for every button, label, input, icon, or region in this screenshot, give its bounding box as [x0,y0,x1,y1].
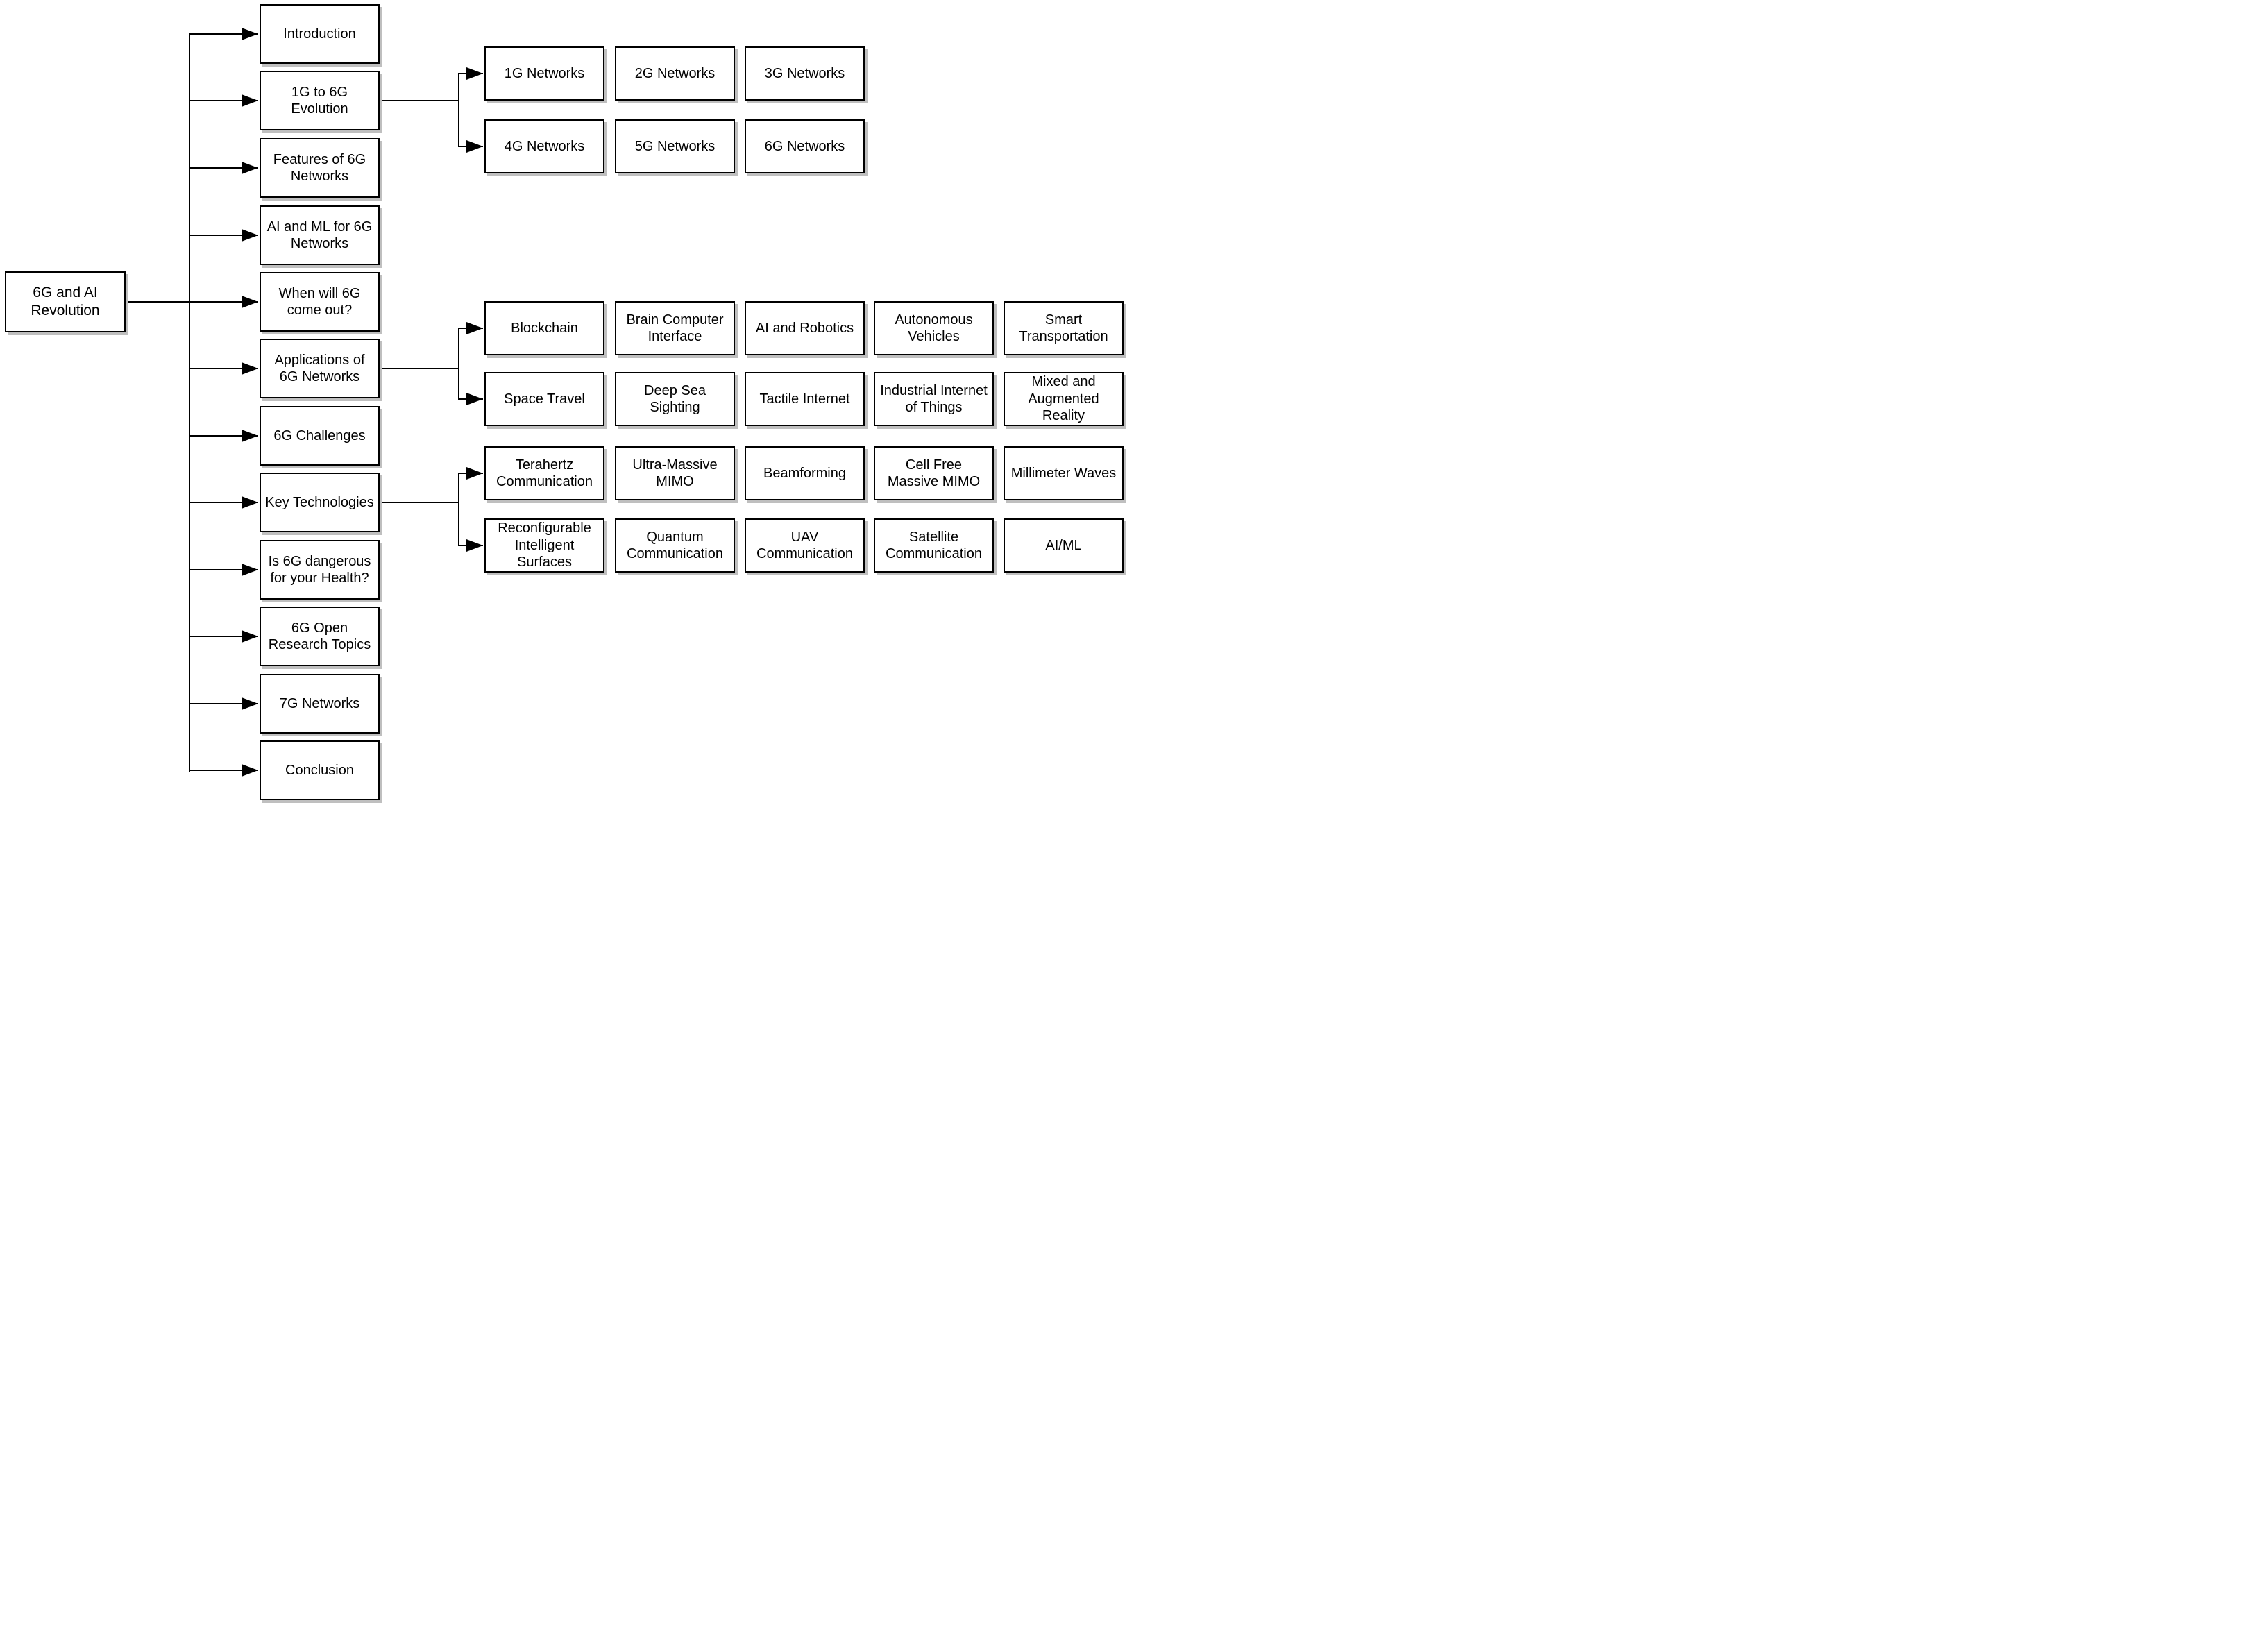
node-conclusion: Conclusion [260,740,380,800]
node-root: 6G and AI Revolution [5,271,126,332]
node-applications-of-6g-networks: Applications of 6G Networks [260,339,380,398]
node-uav-communication: UAV Communication [745,518,865,573]
node-7g-networks: 7G Networks [260,674,380,734]
node-brain-computer-interface: Brain Computer Interface [615,301,735,355]
node-satellite-communication: Satellite Communication [874,518,994,573]
node-5g-networks: 5G Networks [615,119,735,173]
node-3g-networks: 3G Networks [745,46,865,101]
node-beamforming: Beamforming [745,446,865,500]
node-6g-challenges: 6G Challenges [260,406,380,466]
node-1g-to-6g-evolution: 1G to 6G Evolution [260,71,380,130]
diagram-canvas: 6G and AI Revolution Introduction 1G to … [0,0,1134,813]
node-ultra-massive-mimo: Ultra-Massive MIMO [615,446,735,500]
node-cell-free-massive-mimo: Cell Free Massive MIMO [874,446,994,500]
node-6g-open-research-topics: 6G Open Research Topics [260,607,380,666]
node-autonomous-vehicles: Autonomous Vehicles [874,301,994,355]
node-4g-networks: 4G Networks [484,119,604,173]
node-6g-networks: 6G Networks [745,119,865,173]
node-mixed-and-augmented-reality: Mixed and Augmented Reality [1004,372,1124,426]
node-deep-sea-sighting: Deep Sea Sighting [615,372,735,426]
node-when-will-6g-come-out: When will 6G come out? [260,272,380,332]
node-key-technologies: Key Technologies [260,473,380,532]
node-is-6g-dangerous-for-your-health: Is 6G dangerous for your Health? [260,540,380,600]
node-blockchain: Blockchain [484,301,604,355]
node-1g-networks: 1G Networks [484,46,604,101]
node-ai-and-ml-for-6g-networks: AI and ML for 6G Networks [260,205,380,265]
node-industrial-internet-of-things: Industrial Internet of Things [874,372,994,426]
node-introduction: Introduction [260,4,380,64]
node-2g-networks: 2G Networks [615,46,735,101]
node-ai-and-robotics: AI and Robotics [745,301,865,355]
node-tactile-internet: Tactile Internet [745,372,865,426]
node-ai-ml: AI/ML [1004,518,1124,573]
node-smart-transportation: Smart Transportation [1004,301,1124,355]
node-features-of-6g-networks: Features of 6G Networks [260,138,380,198]
node-quantum-communication: Quantum Communication [615,518,735,573]
node-space-travel: Space Travel [484,372,604,426]
node-millimeter-waves: Millimeter Waves [1004,446,1124,500]
node-reconfigurable-intelligent-surfaces: Reconfigurable Intelligent Surfaces [484,518,604,573]
node-terahertz-communication: Terahertz Communication [484,446,604,500]
